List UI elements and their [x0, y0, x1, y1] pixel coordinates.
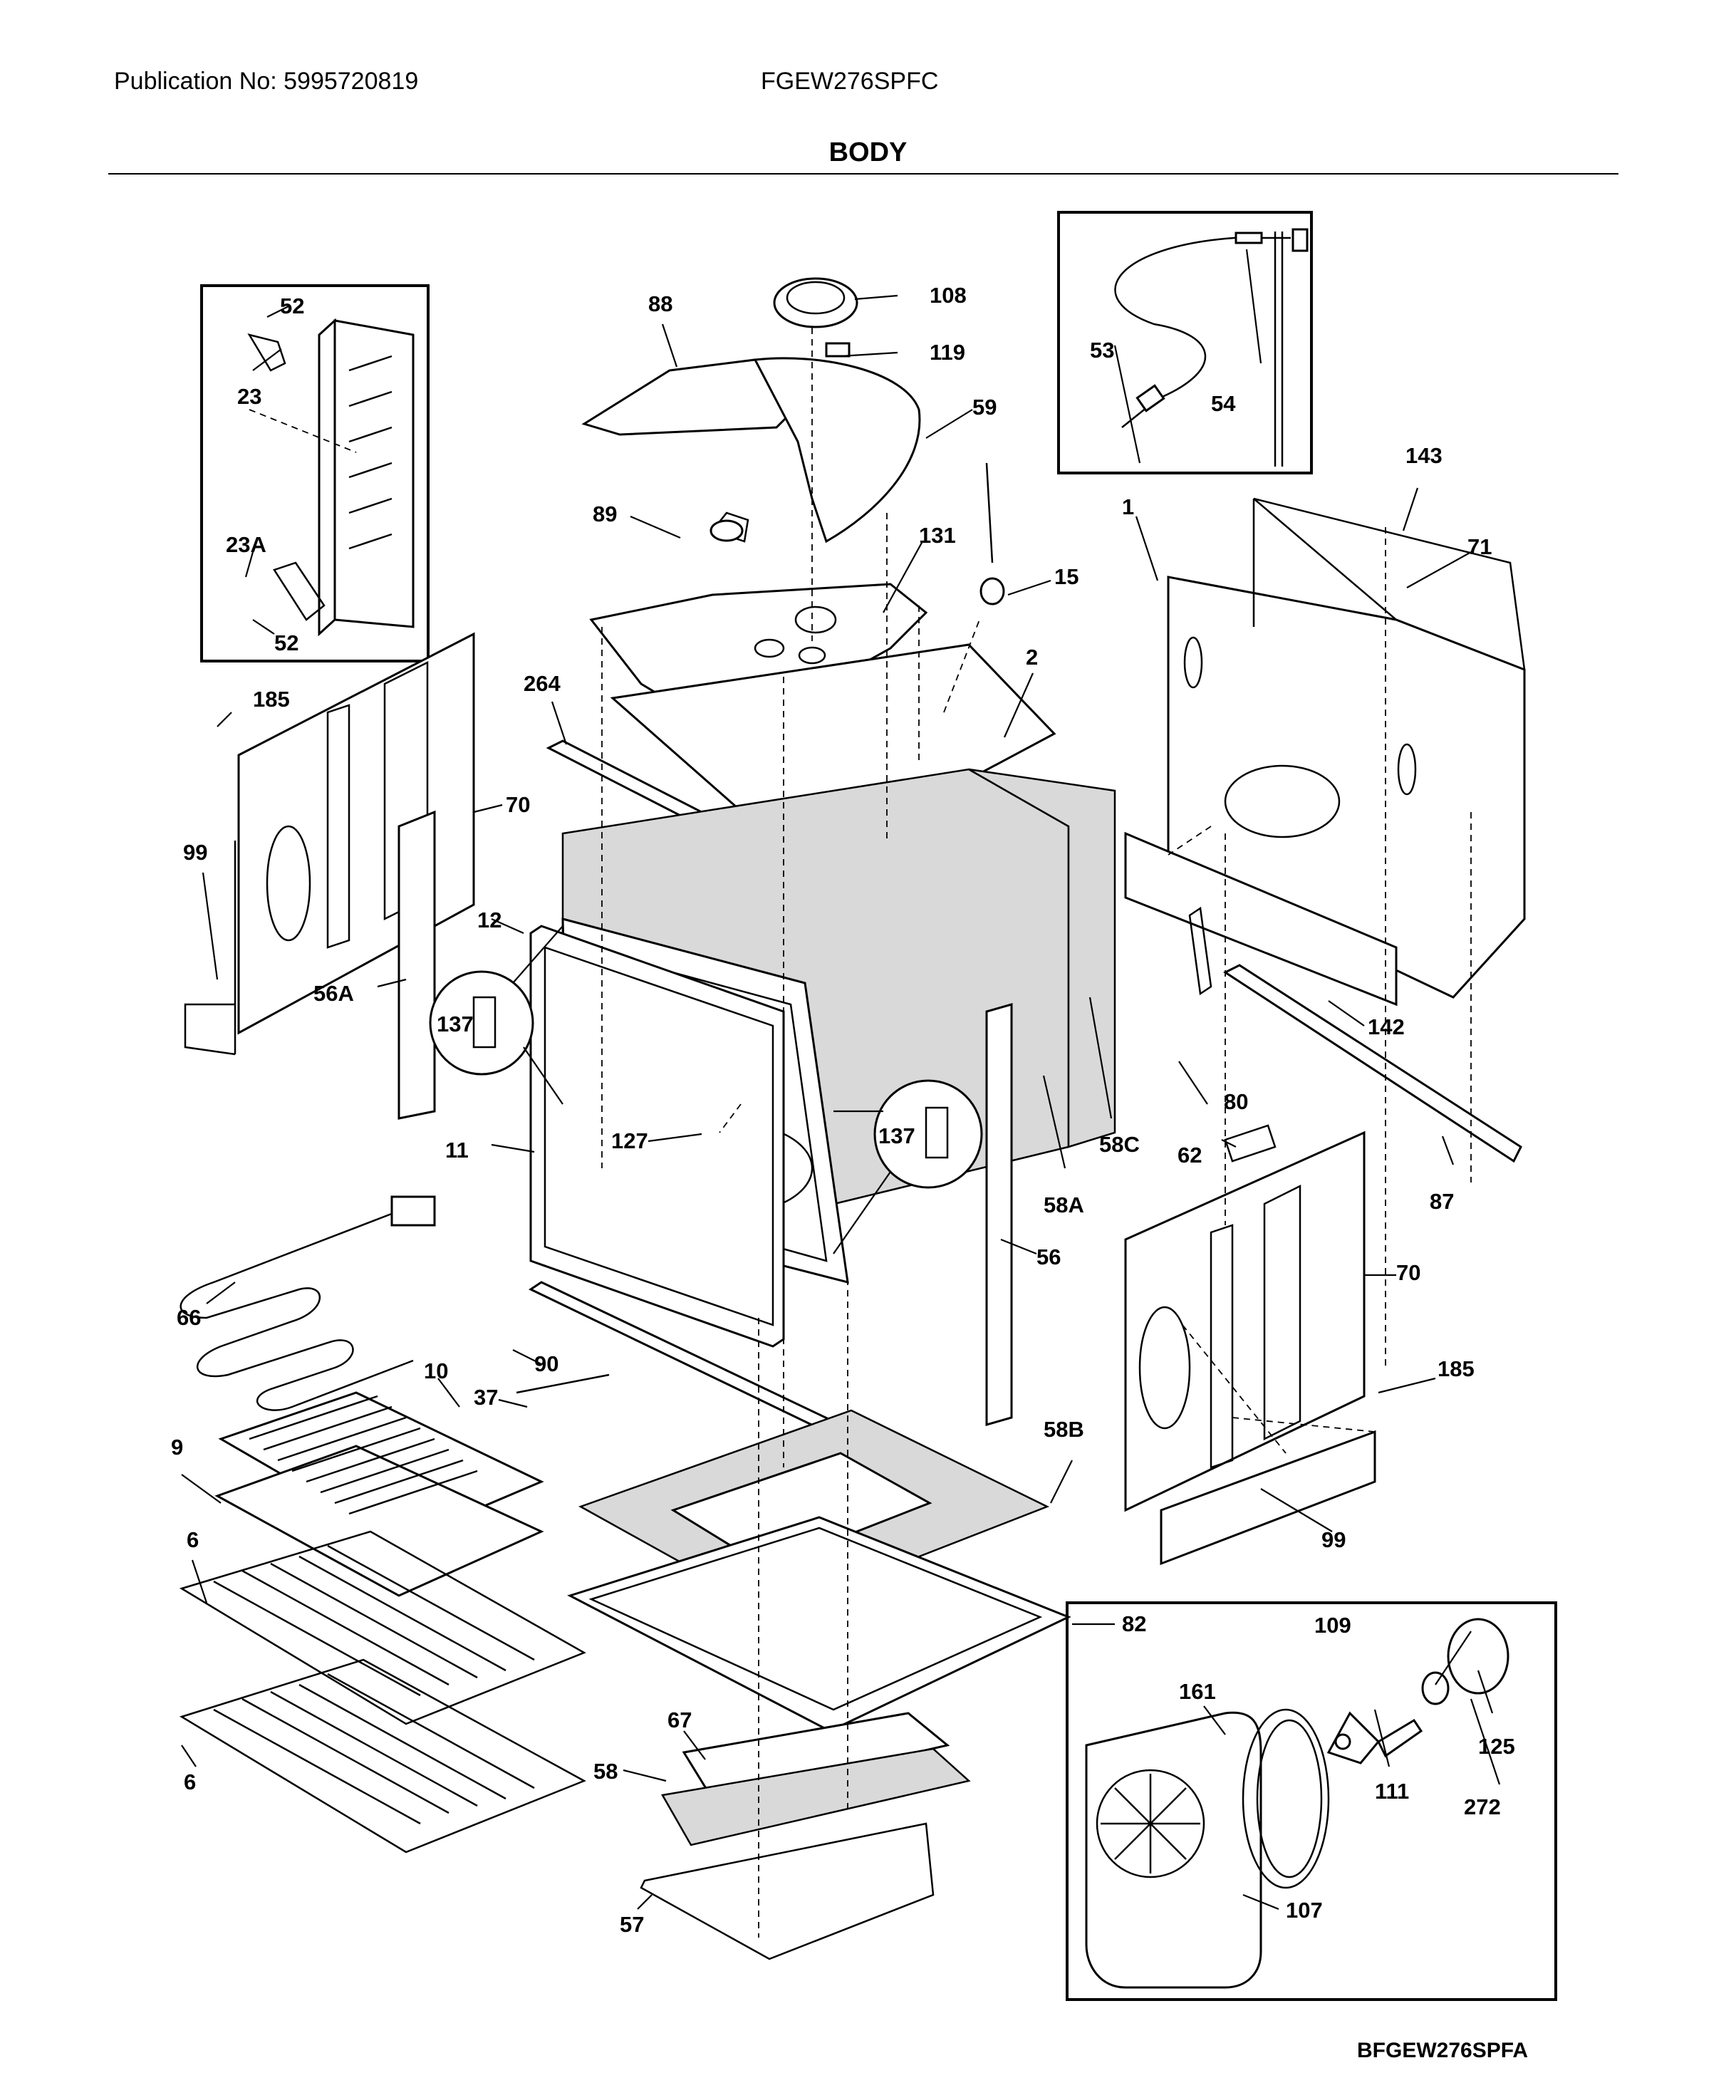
publication-number: Publication No: 5995720819	[114, 68, 419, 95]
callout-161: 161	[1179, 1679, 1216, 1704]
callout-6-lower: 6	[184, 1769, 196, 1794]
right-side-panel	[985, 1003, 1376, 1566]
callout-99-left: 99	[183, 840, 207, 865]
callout-23: 23	[237, 384, 261, 409]
callout-90: 90	[534, 1351, 558, 1376]
callout-62: 62	[1178, 1143, 1202, 1168]
back-panel	[1124, 497, 1526, 1163]
callout-54: 54	[1211, 391, 1236, 416]
inset-box-sensor	[1057, 211, 1313, 474]
callout-125: 125	[1478, 1734, 1515, 1759]
callout-6-upper: 6	[187, 1527, 199, 1552]
callout-185-right: 185	[1438, 1356, 1475, 1381]
callout-137-left: 137	[437, 1012, 474, 1036]
callout-58C: 58C	[1099, 1132, 1140, 1157]
callout-59: 59	[972, 395, 997, 420]
callout-58B: 58B	[1044, 1417, 1084, 1442]
detail-circle-137-left	[429, 925, 563, 1105]
callout-56A: 56A	[313, 981, 354, 1006]
callout-52-top: 52	[280, 293, 304, 318]
diagram-code: BFGEW276SPFA	[1357, 2039, 1529, 2062]
callout-99-right: 99	[1321, 1527, 1346, 1552]
callout-37: 37	[474, 1385, 498, 1410]
broil-element	[180, 1195, 436, 1411]
callout-272: 272	[1464, 1794, 1501, 1819]
callout-143: 143	[1405, 443, 1443, 468]
callout-12: 12	[477, 908, 501, 932]
oven-cavity	[529, 768, 1116, 1348]
callout-71: 71	[1467, 534, 1492, 559]
sensor-inset	[1114, 228, 1309, 467]
broiler-pan	[214, 1391, 544, 1597]
callout-70-right: 70	[1396, 1260, 1420, 1285]
callout-264: 264	[524, 671, 561, 696]
inset-box-door-hinges	[200, 284, 430, 662]
callout-labels: 52 23 23A 52 88 108 119 59 89 131 15 2 2…	[171, 283, 1515, 1937]
callout-88: 88	[648, 291, 672, 316]
callout-70-left: 70	[506, 792, 530, 817]
callout-53: 53	[1090, 338, 1114, 363]
callout-80: 80	[1224, 1089, 1248, 1114]
callout-2: 2	[1026, 645, 1038, 670]
callout-56: 56	[1036, 1244, 1061, 1269]
callout-23A: 23A	[226, 532, 266, 557]
callout-58: 58	[593, 1759, 618, 1784]
bottom-assembly	[516, 1281, 1071, 1960]
callout-10: 10	[424, 1358, 448, 1383]
callout-52-bottom: 52	[274, 630, 298, 655]
oven-rack-lower	[179, 1658, 586, 1854]
callout-66: 66	[177, 1305, 201, 1330]
callout-1: 1	[1122, 494, 1134, 519]
callout-87: 87	[1430, 1189, 1454, 1214]
callout-109: 109	[1314, 1613, 1351, 1638]
detail-circle-137-right	[833, 1079, 983, 1254]
hinge-rail-inset	[247, 318, 415, 637]
callout-58A: 58A	[1044, 1192, 1084, 1217]
page-title: BODY	[828, 137, 908, 167]
callout-137-right: 137	[878, 1123, 915, 1148]
oven-rack-upper	[179, 1530, 586, 1725]
callout-131: 131	[919, 523, 956, 548]
callout-111: 111	[1375, 1779, 1409, 1804]
left-side-panel	[184, 632, 475, 1120]
callout-82: 82	[1122, 1611, 1146, 1636]
title-divider	[108, 173, 1618, 175]
model-number: FGEW276SPFC	[761, 68, 939, 95]
convection-fan-inset	[1085, 1618, 1509, 1989]
callout-119: 119	[930, 340, 965, 365]
callout-89: 89	[593, 501, 617, 526]
assembly-lines	[249, 328, 1472, 1938]
callout-108: 108	[930, 283, 967, 308]
callout-142: 142	[1368, 1014, 1405, 1039]
callout-15: 15	[1054, 564, 1078, 589]
leader-lines	[181, 249, 1501, 1911]
callout-67: 67	[667, 1707, 692, 1732]
callout-11: 11	[445, 1138, 469, 1163]
inset-box-convection-fan	[1066, 1601, 1557, 2001]
callout-57: 57	[620, 1912, 644, 1937]
callout-185-left: 185	[253, 687, 290, 712]
callout-107: 107	[1286, 1898, 1323, 1923]
callout-9: 9	[171, 1435, 183, 1460]
callout-127: 127	[611, 1128, 648, 1153]
